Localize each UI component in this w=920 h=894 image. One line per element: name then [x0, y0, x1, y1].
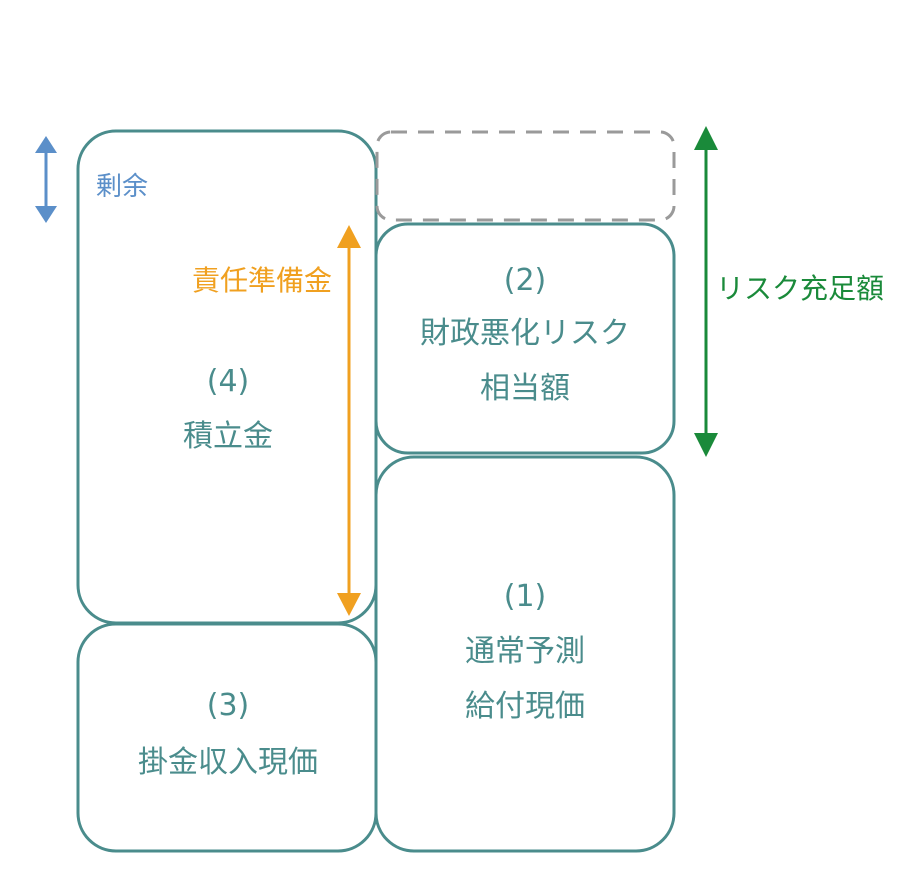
- reserve-arrow-head-down: [337, 593, 361, 616]
- box-fiscal-risk-label-line1: 財政悪化リスク: [420, 316, 630, 351]
- reserve-label: 責任準備金: [192, 264, 332, 297]
- reserve-arrow-head-up: [337, 225, 361, 248]
- box-reserve-fund-number: (4): [207, 364, 250, 399]
- box-contribution-pv-label: 掛金収入現価: [138, 745, 318, 780]
- box-expected-benefit-pv: (1) 通常予測 給付現価: [374, 455, 676, 853]
- box-contribution-pv-number: (3): [207, 688, 250, 723]
- surplus-label: 剰余: [96, 172, 148, 202]
- risk-arrow-head-up: [694, 126, 718, 150]
- double-arrow-vertical-icon: [694, 126, 718, 457]
- double-arrow-vertical-icon: [35, 136, 57, 223]
- box-expected-benefit-pv-frame: [374, 455, 676, 853]
- risk-coverage-label: リスク充足額: [716, 272, 884, 305]
- box-fiscal-risk-frame: [374, 222, 676, 455]
- box-expected-benefit-pv-label-line1: 通常予測: [465, 634, 585, 669]
- surplus-arrow-head-up: [35, 136, 57, 153]
- box-fiscal-risk-label-line2: 相当額: [480, 371, 570, 406]
- risk-arrow-head-down: [694, 433, 718, 457]
- box-contribution-pv: (3) 掛金収入現価: [76, 622, 378, 853]
- surplus-arrow-head-down: [35, 206, 57, 223]
- box-contribution-pv-frame: [76, 622, 378, 853]
- box-reserve-fund-label: 積立金: [183, 419, 273, 454]
- box-reserve-fund: (4) 積立金: [76, 129, 378, 625]
- box-expected-benefit-pv-number: (1): [504, 579, 547, 614]
- double-arrow-vertical-icon: [337, 225, 361, 616]
- box-fiscal-risk: (2) 財政悪化リスク 相当額: [374, 222, 676, 455]
- dashed-placeholder-box: [375, 130, 676, 222]
- box-expected-benefit-pv-label-line2: 給付現価: [465, 689, 585, 724]
- box-fiscal-risk-number: (2): [504, 263, 547, 298]
